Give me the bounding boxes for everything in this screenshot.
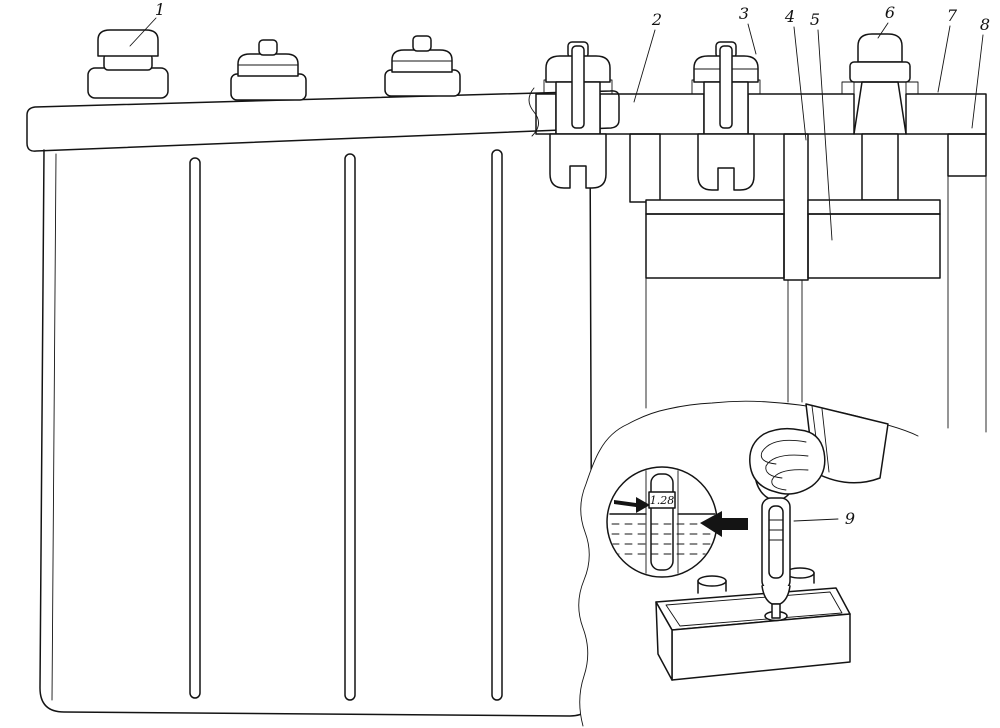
battery-body xyxy=(39,127,593,717)
filler-plug-external xyxy=(384,35,461,97)
cell-wall-section xyxy=(629,133,661,203)
level-pointer-arrow-icon xyxy=(614,497,650,513)
test-battery-cap xyxy=(697,575,727,594)
cell-partition-groove xyxy=(344,153,356,701)
hand-and-sleeve xyxy=(749,403,889,495)
cell-partition-section xyxy=(783,133,809,281)
callout-5: 5 xyxy=(810,10,820,29)
glass-barrel xyxy=(761,497,791,591)
cell-partition-groove xyxy=(189,157,201,699)
nozzle xyxy=(771,603,781,619)
callout-9: 9 xyxy=(845,509,855,528)
plate-packs xyxy=(645,199,941,279)
hydrometer-reading: 1.28 xyxy=(650,494,675,507)
plates-right-cell xyxy=(807,213,941,279)
callout-7: 7 xyxy=(947,6,958,25)
vent-plug-section-partial xyxy=(545,41,611,189)
battery-lid xyxy=(26,90,620,152)
post-to-strap xyxy=(861,133,899,201)
float-scale-ticks xyxy=(768,519,784,541)
callout-4: 4 xyxy=(784,7,795,26)
hydrometer-inset: 1.28 xyxy=(578,400,1000,728)
cell-partition-groove xyxy=(491,149,503,701)
filler-plug-external xyxy=(230,39,307,101)
callout-1: 1 xyxy=(155,0,165,19)
hand xyxy=(749,427,826,495)
battery-wall-inner-line xyxy=(51,153,57,701)
callout-2: 2 xyxy=(651,10,662,29)
lens-pointer-arrow-icon xyxy=(700,511,748,537)
hydrometer-float xyxy=(650,473,674,571)
plates-left-cell xyxy=(645,213,785,279)
plate-strap xyxy=(807,199,941,215)
callout-8: 8 xyxy=(980,15,990,34)
fingers xyxy=(760,439,809,491)
test-battery-side xyxy=(655,601,673,681)
container-walls xyxy=(645,133,987,433)
callout-leaders xyxy=(129,17,984,522)
battery-cutaway-section xyxy=(528,33,987,433)
callout-6: 6 xyxy=(885,3,895,22)
terminal-post-section xyxy=(849,33,911,201)
case-wall-section xyxy=(947,133,987,177)
float-tube xyxy=(768,505,784,579)
torn-edge-junction xyxy=(528,87,539,137)
electrolyte-liquid xyxy=(611,523,715,555)
callout-labels: 1 2 3 4 5 6 7 8 9 xyxy=(155,0,990,528)
plate-strap xyxy=(645,199,785,215)
density-lens: 1.28 xyxy=(606,466,748,578)
reading-frame xyxy=(648,491,676,509)
terminal-post-external xyxy=(87,29,169,99)
battery-external-view xyxy=(26,29,620,717)
vent-plug-section xyxy=(693,41,759,191)
callout-3: 3 xyxy=(739,4,749,23)
